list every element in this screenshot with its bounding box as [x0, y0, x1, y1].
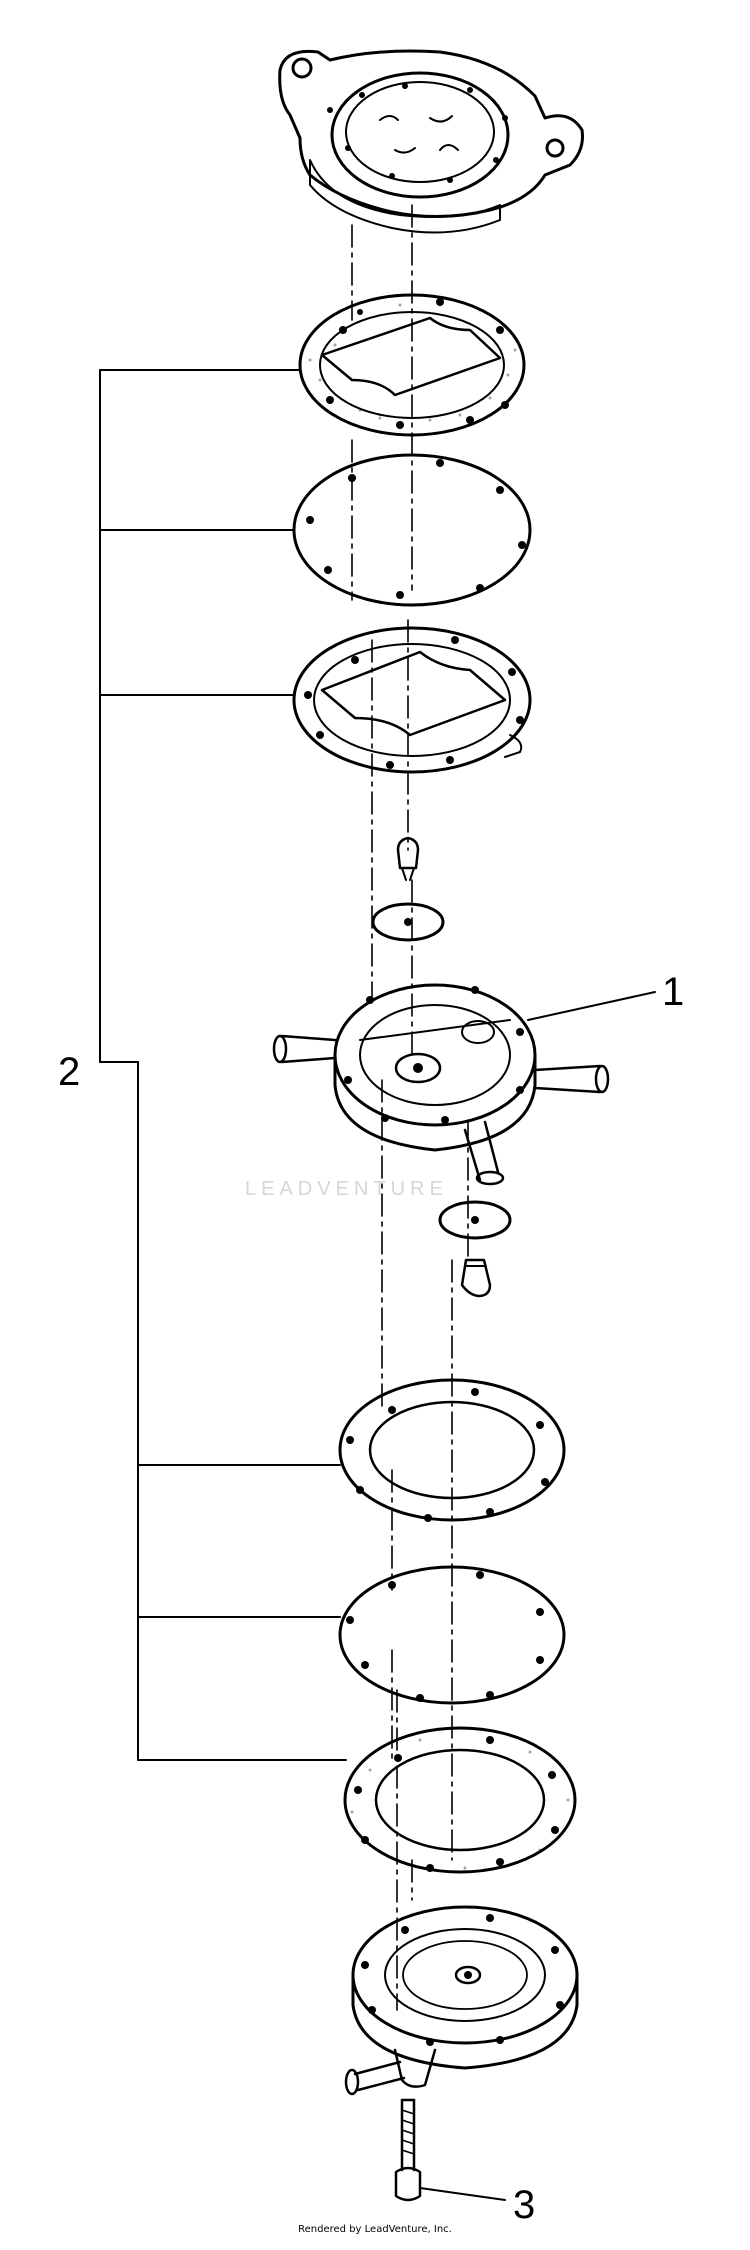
- bottom-cover: [344, 1905, 579, 2096]
- credit-line: Rendered by LeadVenture, Inc.: [298, 2224, 452, 2235]
- gasket-upper-2: [292, 626, 532, 774]
- callout-3-label: 3: [513, 2183, 536, 2227]
- watermark: LEADVENTURE: [245, 1178, 448, 1200]
- top-cover: [278, 49, 584, 234]
- check-valve-lower: [438, 1200, 512, 1298]
- pump-body: [272, 983, 656, 1186]
- gasket-lower: [338, 1378, 566, 1522]
- gasket-lower-2: [343, 1726, 577, 1874]
- screw: [394, 2098, 506, 2202]
- gasket-upper: [298, 293, 526, 437]
- diaphragm-lower: [338, 1565, 566, 1705]
- callout-2-label: 2: [58, 1050, 81, 1094]
- callout-1-label: 1: [662, 970, 685, 1014]
- check-valve-upper: [371, 836, 445, 942]
- kit-bracket: [99, 369, 347, 1761]
